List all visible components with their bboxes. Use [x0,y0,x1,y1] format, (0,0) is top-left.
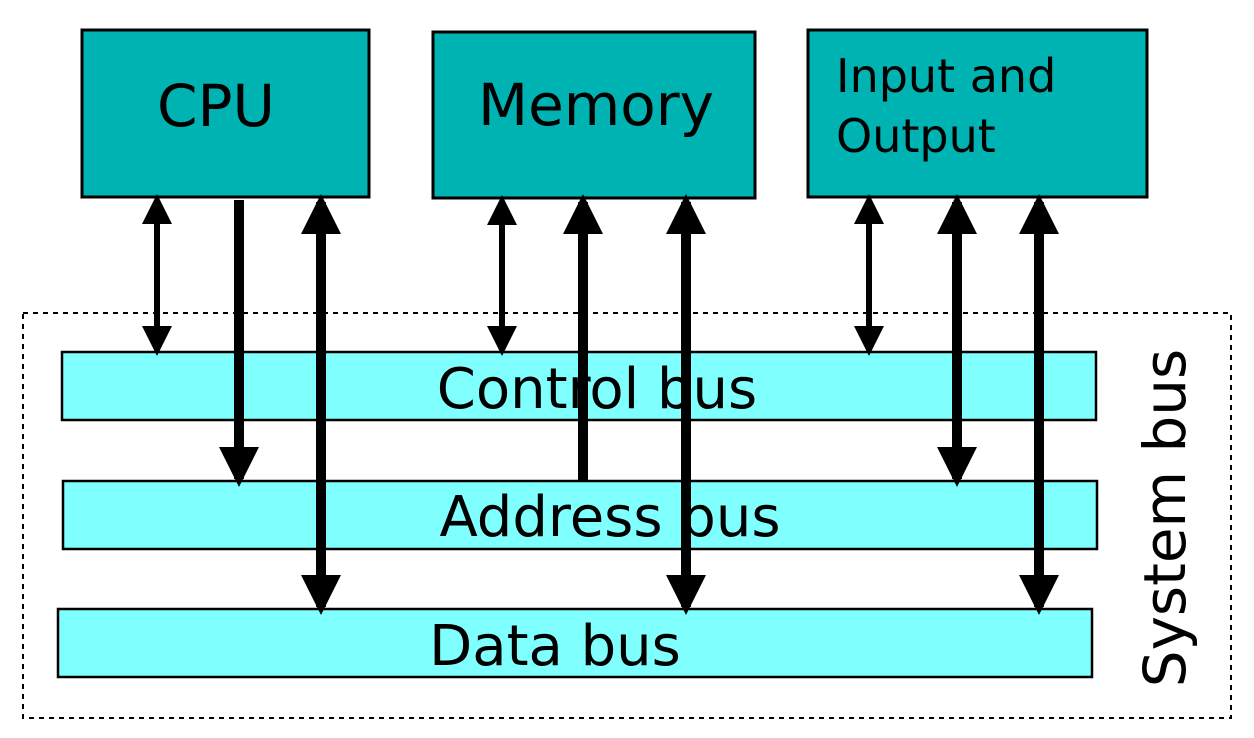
memory-box: Memory [431,30,757,200]
control-bus-label: Control bus [437,357,757,422]
system-bus-label: System bus [1131,349,1199,688]
data-bus-label: Data bus [429,614,681,679]
memory-label: Memory [478,71,714,139]
input-output-label-line2: Output [836,109,996,163]
cpu-label: CPU [157,72,275,140]
input-output-label-line1: Input and [836,49,1056,103]
input-output-box: Input and Output [806,28,1149,199]
address-bus-label: Address bus [439,485,780,550]
cpu-box: CPU [80,28,371,199]
address-bus: Address bus [61,479,1099,551]
system-bus-group-border [22,312,1232,719]
data-bus: Data bus [56,607,1094,679]
